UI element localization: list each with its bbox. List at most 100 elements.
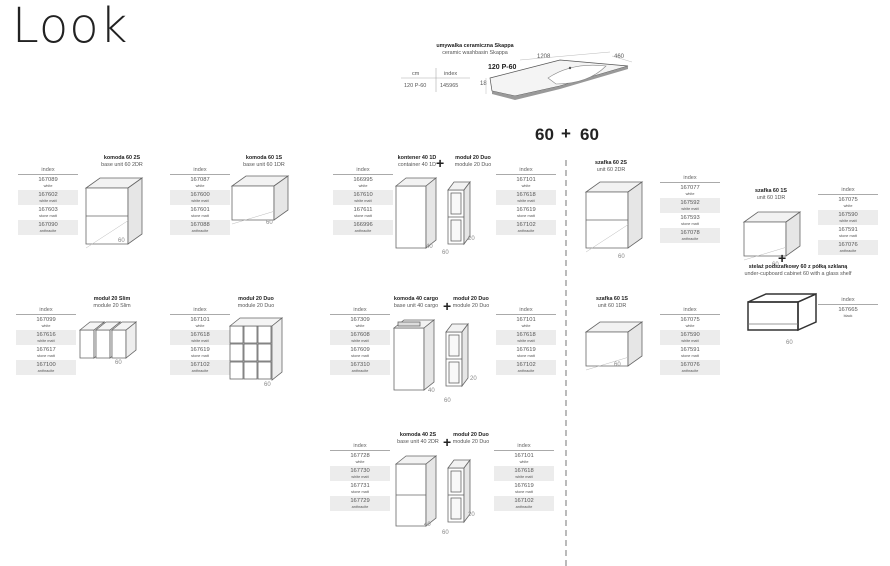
finish-name: stone matt <box>351 490 369 494</box>
finish-name: white <box>685 192 695 196</box>
product-name-pl: szafka 60 2S <box>594 160 628 166</box>
product-name-en: base unit 60 2DR <box>101 162 143 168</box>
product-name-pl: komoda 60 2S <box>103 155 141 161</box>
index-code: 167619 <box>514 483 534 489</box>
index-code: 167619 <box>516 347 536 353</box>
index-code: 167609 <box>350 347 370 353</box>
dimension-label: 40 <box>428 388 435 394</box>
finish-name: stone matt <box>351 354 369 358</box>
index-code: 167101 <box>514 453 534 459</box>
product-name-en: base unit 40 cargo <box>393 303 439 309</box>
finish-name: anthracite <box>681 237 699 241</box>
finish-name: stone matt <box>39 214 57 218</box>
combo-left-width: 60 <box>535 125 554 144</box>
cabinet-drawing <box>394 177 471 249</box>
finish-name: stone matt <box>839 234 857 238</box>
washbasin-dim-width: 1208 <box>537 54 551 60</box>
finish-name: anthracite <box>351 369 369 373</box>
finish-name: stone matt <box>517 354 535 358</box>
washbasin-name-en: ceramic washbasin Skappa <box>442 50 508 56</box>
index-code: 167102 <box>516 222 536 228</box>
finish-name: white <box>843 204 853 208</box>
index-code: 167616 <box>36 332 56 338</box>
washbasin-index: 145965 <box>440 83 459 89</box>
product-name-pl: moduł 20 Duo <box>455 155 491 161</box>
washbasin-model: 120 P-60 <box>488 64 517 71</box>
finish-name: white matt <box>681 339 699 343</box>
dimension-label: 60 <box>614 362 621 368</box>
product-name-pl: moduł 20 Slim <box>93 296 131 302</box>
dimension-label: 40 <box>426 244 433 250</box>
product-name-en: under-cupboard cabinet 60 with a glass s… <box>744 271 852 277</box>
combo-plus: + <box>561 124 571 143</box>
index-code: 167101 <box>516 317 536 323</box>
dimension-label: 60 <box>442 530 449 536</box>
product-name-pl: stelaż podszafkowy 60 z półką szklaną <box>748 264 848 270</box>
dimension-label: 60 <box>442 250 449 256</box>
finish-name: white <box>521 184 531 188</box>
cabinet-drawing <box>747 292 817 332</box>
dimension-label: 60 <box>618 254 625 260</box>
plus-sign: + <box>443 434 452 450</box>
finish-name: white <box>41 324 51 328</box>
index-code: 167102 <box>516 362 536 368</box>
finish-name: stone matt <box>681 222 699 226</box>
finish-name: anthracite <box>351 505 369 509</box>
index-code: 167618 <box>516 332 536 338</box>
dimension-label: 20 <box>468 512 475 518</box>
washbasin-name-pl: umywalka ceramiczna Skappa <box>436 43 514 49</box>
finish-name: anthracite <box>515 505 533 509</box>
index-code: 167731 <box>350 483 370 489</box>
index-code: 167076 <box>838 242 858 248</box>
index-header: index <box>333 166 393 175</box>
index-code: 167593 <box>680 215 700 221</box>
product-name-en: module 20 Duo <box>452 303 490 309</box>
washbasin-index-label: index <box>444 71 458 77</box>
finish-name: white <box>355 460 365 464</box>
dimension-label: 60 <box>444 398 451 404</box>
product-name-en: base unit 60 1DR <box>243 162 285 168</box>
index-code: 167618 <box>514 468 534 474</box>
dimension-label: 60 <box>115 360 122 366</box>
index-code: 167592 <box>680 200 700 206</box>
